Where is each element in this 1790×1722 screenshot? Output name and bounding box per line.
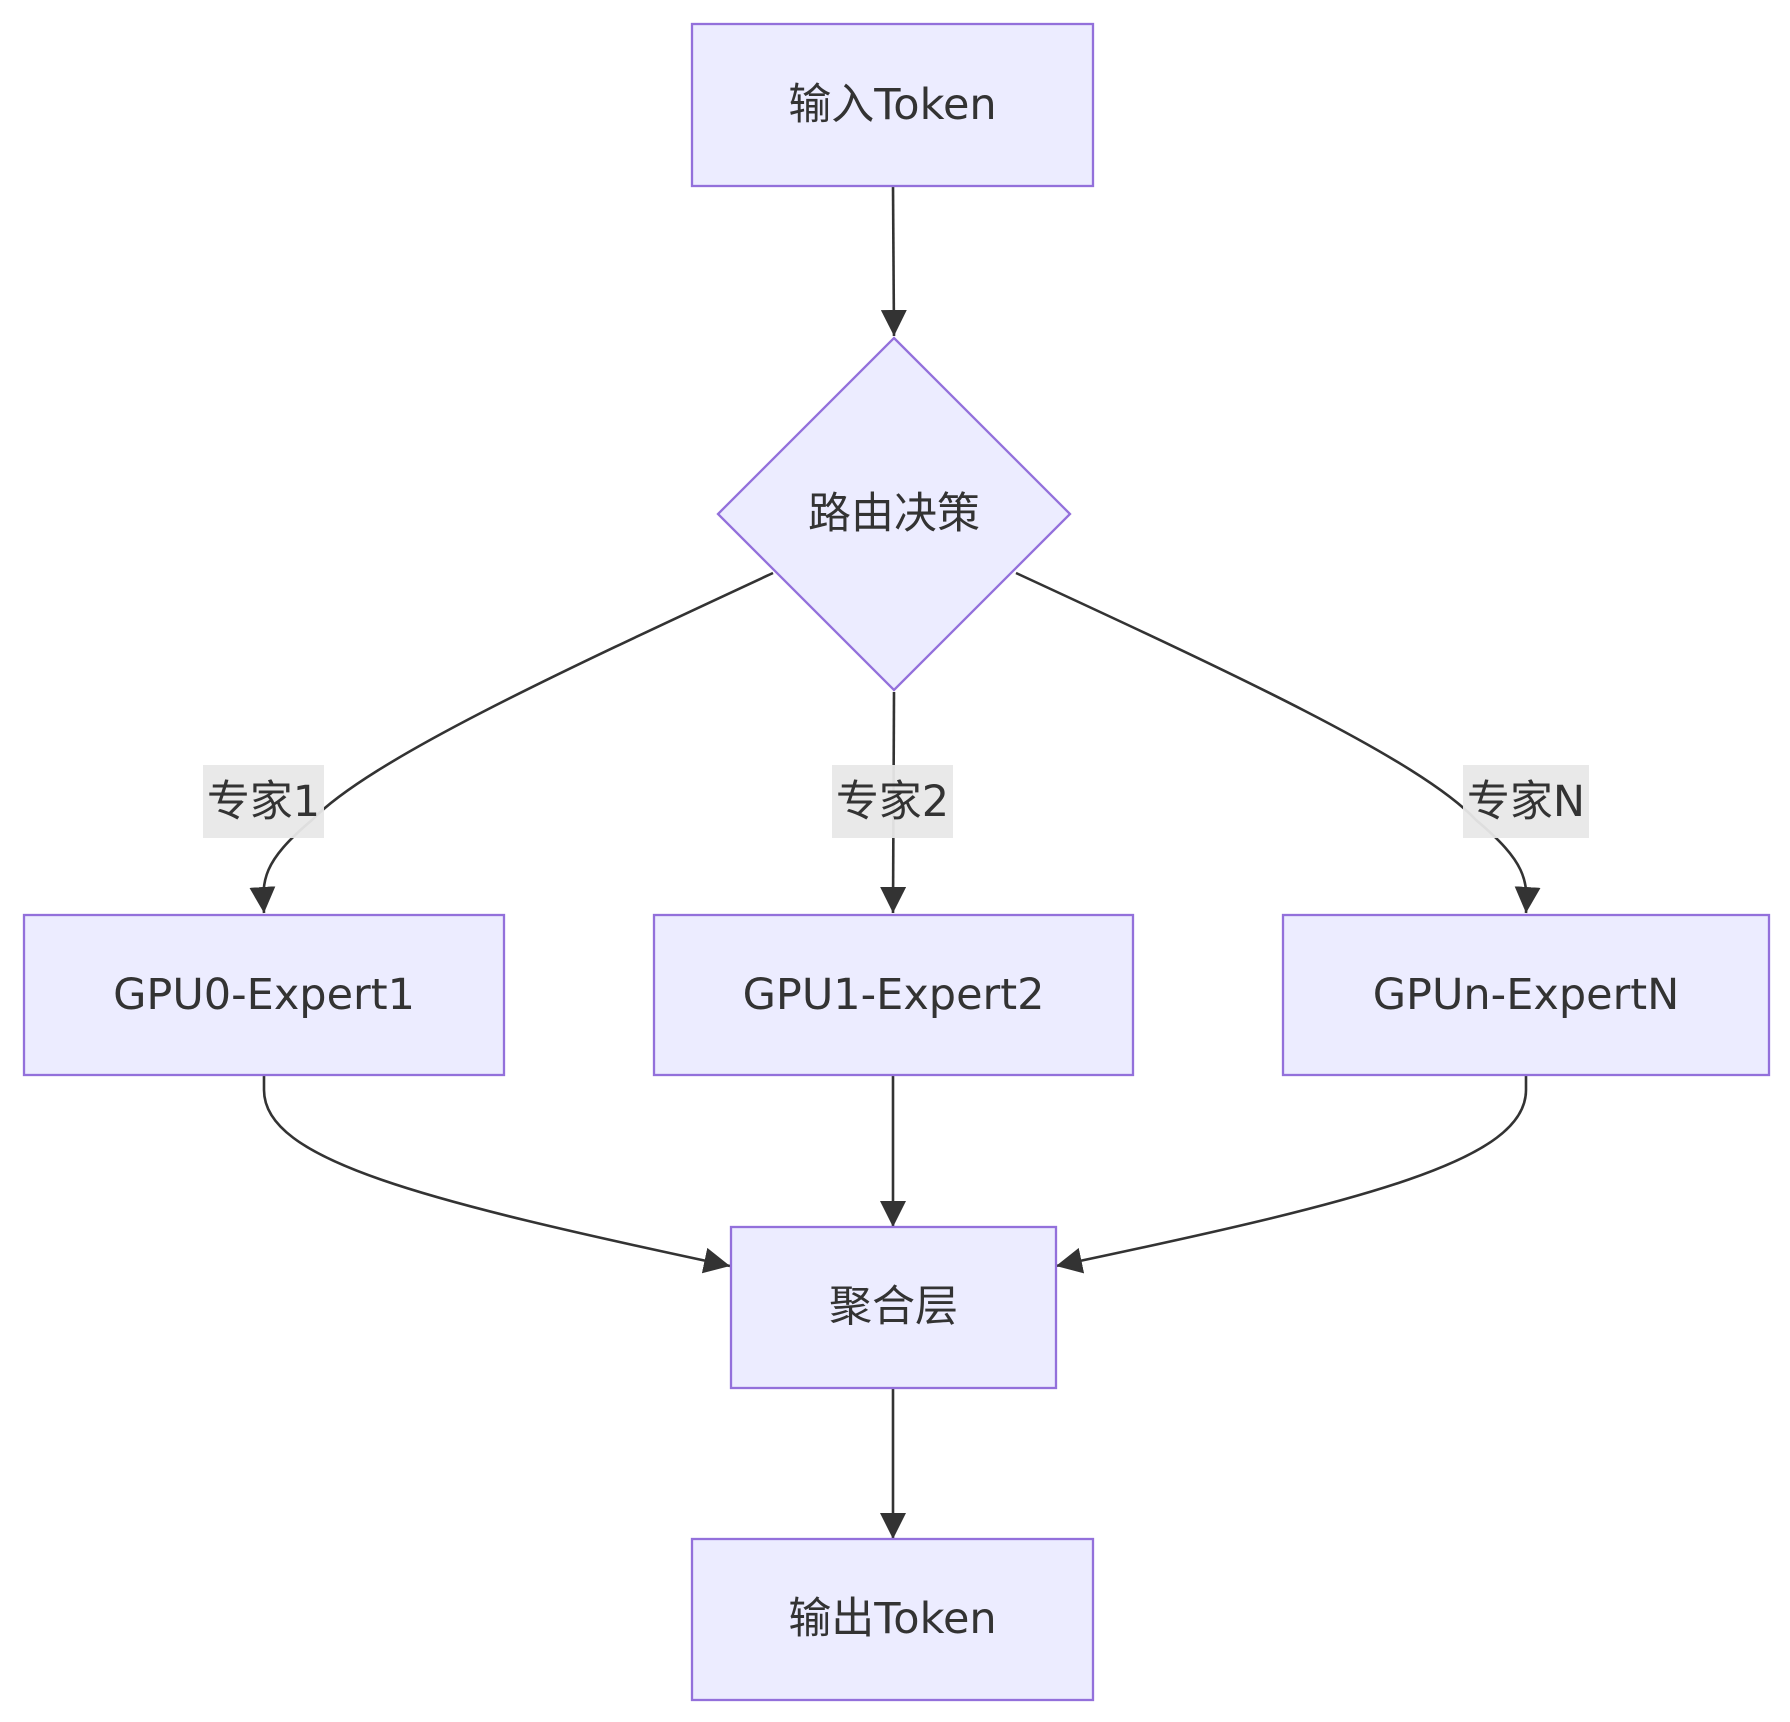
edge-label-expert1: 专家1 xyxy=(203,765,324,838)
node-label: 聚合层 xyxy=(829,1282,958,1332)
edge-label-text: 专家1 xyxy=(207,777,320,827)
edge-label-expertN: 专家N xyxy=(1463,765,1589,838)
edge-expertN-to-aggregate xyxy=(1055,1075,1528,1274)
edge-label-bg xyxy=(1463,765,1589,838)
node-label: GPUn-ExpertN xyxy=(1373,970,1680,1020)
node-box xyxy=(1281,913,1771,1077)
node-label: 路由决策 xyxy=(808,489,980,539)
node-label: GPU1-Expert2 xyxy=(743,970,1045,1020)
decision-diamond xyxy=(716,336,1072,692)
node-label: 输入Token xyxy=(788,80,996,130)
node-aggregation-layer: 聚合层 xyxy=(729,1225,1058,1390)
node-output-token: 输出Token xyxy=(690,1537,1095,1702)
node-label: 输出Token xyxy=(788,1594,996,1644)
edges xyxy=(249,185,1541,1539)
edge-label-text: 专家2 xyxy=(836,777,949,827)
node-input-token: 输入Token xyxy=(690,22,1095,188)
node-box xyxy=(690,22,1095,188)
node-gpu0-expert1: GPU0-Expert1 xyxy=(22,913,506,1077)
node-routing-decision: 路由决策 xyxy=(716,336,1072,692)
node-box xyxy=(22,913,506,1077)
node-box xyxy=(652,913,1135,1077)
edge-expert1-to-aggregate xyxy=(262,1075,731,1274)
node-gpun-expertn: GPUn-ExpertN xyxy=(1281,913,1771,1077)
node-box xyxy=(690,1537,1095,1702)
node-label: GPU0-Expert1 xyxy=(113,970,415,1020)
edge-label-bg xyxy=(203,765,324,838)
edge-router-to-expert1 xyxy=(249,571,774,914)
edge-input-to-router xyxy=(880,185,907,337)
edge-label-expert2: 专家2 xyxy=(832,765,953,838)
edge-label-bg xyxy=(832,765,953,838)
node-box xyxy=(729,1225,1058,1390)
edge-router-to-expertN xyxy=(1015,571,1541,914)
node-gpu1-expert2: GPU1-Expert2 xyxy=(652,913,1135,1077)
edge-label-text: 专家N xyxy=(1467,777,1585,827)
